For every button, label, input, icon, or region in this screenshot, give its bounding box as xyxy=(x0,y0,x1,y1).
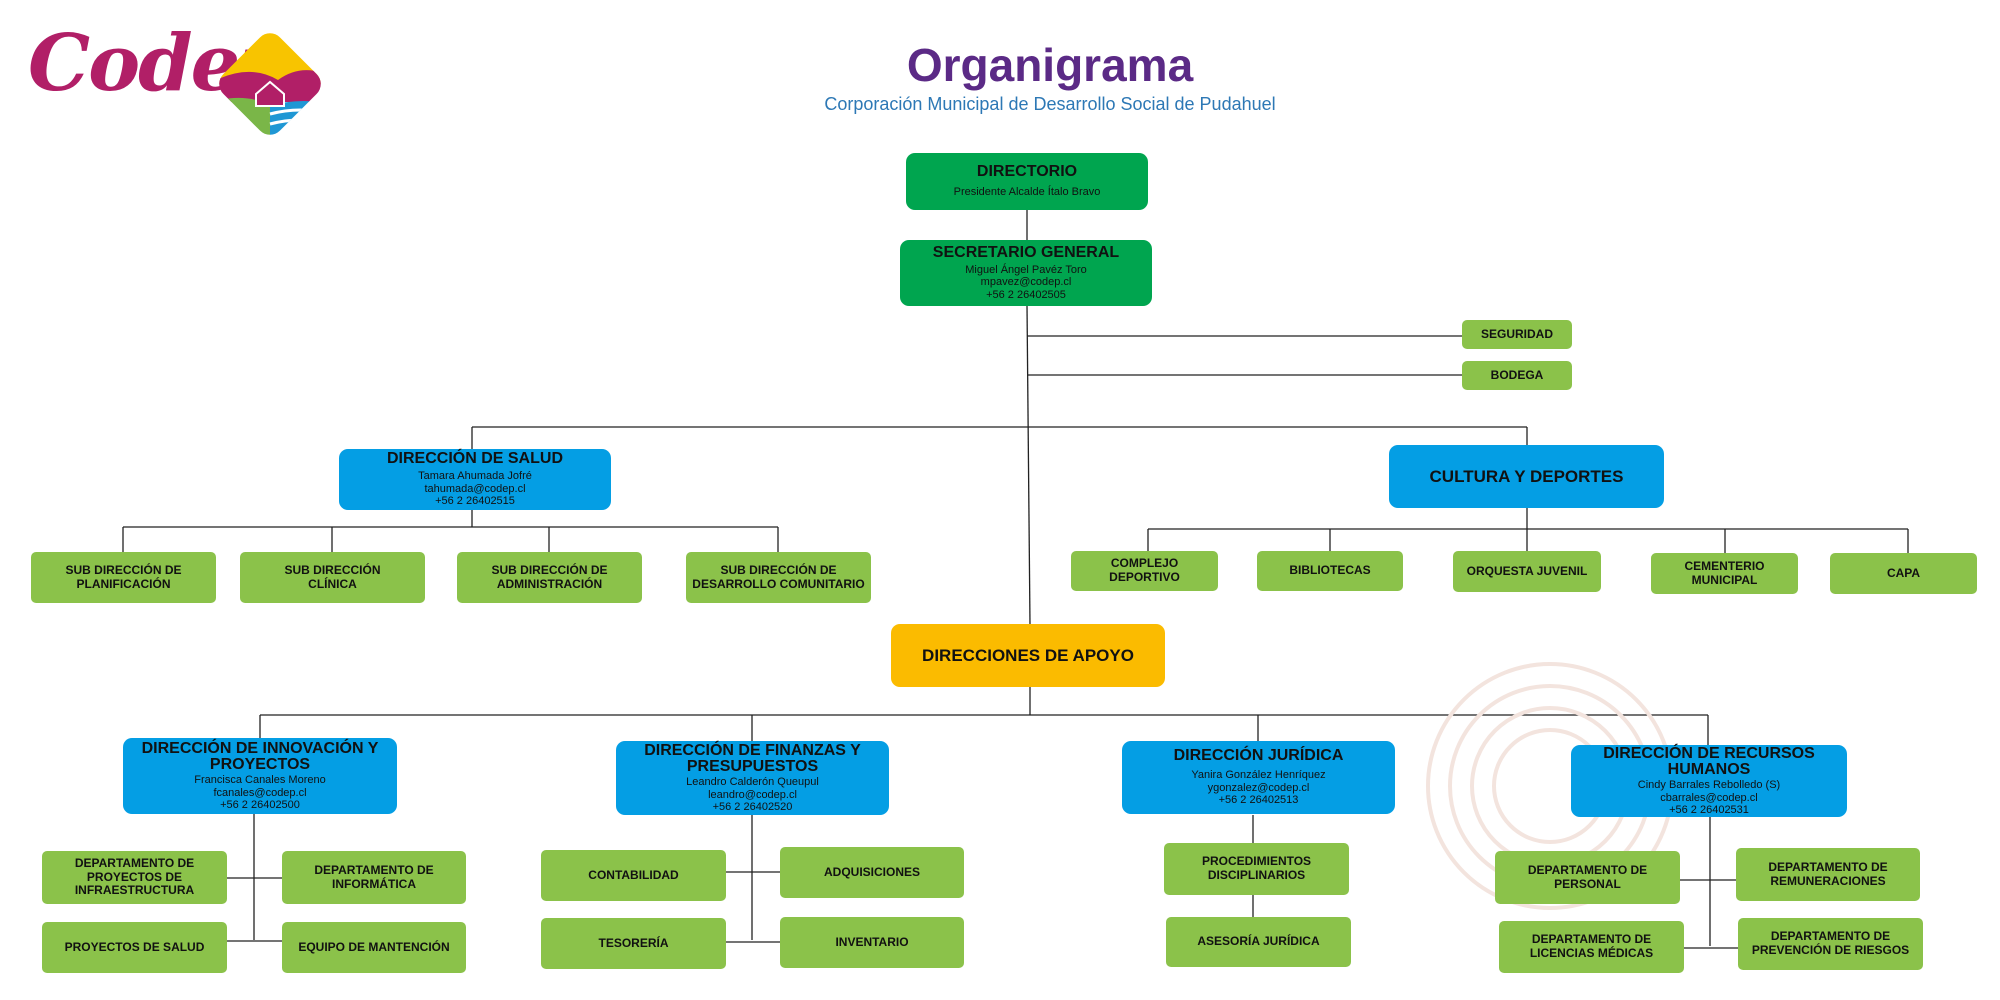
node-title: DEPARTAMENTO DE PREVENCIÓN DE RIESGOS xyxy=(1751,929,1910,957)
node-rrhh-sub: DEPARTAMENTO DE REMUNERACIONES xyxy=(1736,848,1920,901)
node-title: PROCEDIMIENTOS DISCIPLINARIOS xyxy=(1201,854,1312,882)
node-line: fcanales@codep.cl xyxy=(213,786,307,799)
node-title: SUB DIRECCIÓN CLÍNICA xyxy=(284,562,381,591)
node-direccion-rrhh: DIRECCIÓN DE RECURSOS HUMANOS Cindy Barr… xyxy=(1571,745,1847,817)
node-juridica-sub: PROCEDIMIENTOS DISCIPLINARIOS xyxy=(1164,843,1349,895)
node-title: DEPARTAMENTO DE PROYECTOS DE INFRAESTRUC… xyxy=(74,855,195,898)
node-rrhh-sub: DEPARTAMENTO DE PREVENCIÓN DE RIESGOS xyxy=(1738,918,1923,970)
node-salud-sub: SUB DIRECCIÓN DE PLANIFICACIÓN xyxy=(31,552,216,603)
node-direccion-finanzas: DIRECCIÓN DE FINANZAS Y PRESUPUESTOS Lea… xyxy=(616,741,889,815)
node-title: BODEGA xyxy=(1490,367,1544,382)
node-line: ygonzalez@codep.cl xyxy=(1207,781,1310,794)
node-finanzas-sub: ADQUISICIONES xyxy=(780,847,964,898)
node-title: CULTURA Y DEPORTES xyxy=(1429,466,1624,486)
node-cultura-sub: CAPA xyxy=(1830,553,1977,594)
node-title: SECRETARIO GENERAL xyxy=(932,243,1120,261)
node-line: Cindy Barrales Rebolledo (S) xyxy=(1637,779,1781,792)
node-line: Presidente Alcalde Ítalo Bravo xyxy=(953,186,1101,199)
node-secretario-general: SECRETARIO GENERAL Miguel Ángel Pavéz To… xyxy=(900,240,1152,306)
node-title: CAPA xyxy=(1886,565,1921,580)
node-title: DEPARTAMENTO DE REMUNERACIONES xyxy=(1768,859,1888,888)
node-line: cbarrales@codep.cl xyxy=(1660,791,1758,804)
node-title: SUB DIRECCIÓN DE ADMINISTRACIÓN xyxy=(491,562,608,591)
node-title: COMPLEJO DEPORTIVO xyxy=(1109,556,1180,584)
node-finanzas-sub: CONTABILIDAD xyxy=(541,850,726,901)
node-title: DIRECCIÓN DE RECURSOS HUMANOS xyxy=(1603,744,1815,779)
node-bodega: BODEGA xyxy=(1462,361,1572,390)
node-cultura-sub: BIBLIOTECAS xyxy=(1257,551,1403,591)
node-title: ASESORÍA JURÍDICA xyxy=(1197,934,1320,949)
node-cultura-deportes: CULTURA Y DEPORTES xyxy=(1389,445,1664,508)
node-line: +56 2 26402505 xyxy=(986,288,1066,301)
node-title: SEGURIDAD xyxy=(1480,326,1553,341)
node-line: leandro@codep.cl xyxy=(708,788,797,801)
node-line: Francisca Canales Moreno xyxy=(194,774,326,787)
node-direccion-juridica: DIRECCIÓN JURÍDICA Yanira González Henrí… xyxy=(1122,741,1395,814)
node-title: ADQUISICIONES xyxy=(823,864,920,879)
node-line: Tamara Ahumada Jofré xyxy=(418,470,532,483)
node-juridica-sub: ASESORÍA JURÍDICA xyxy=(1166,917,1351,967)
node-title: DEPARTAMENTO DE PERSONAL xyxy=(1527,862,1648,891)
node-salud-sub: SUB DIRECCIÓN DE DESARROLLO COMUNITARIO xyxy=(686,552,871,603)
node-cultura-sub: ORQUESTA JUVENIL xyxy=(1453,551,1601,592)
node-title: DEPARTAMENTO DE LICENCIAS MÉDICAS xyxy=(1529,932,1654,960)
node-rrhh-sub: DEPARTAMENTO DE PERSONAL xyxy=(1495,851,1680,904)
node-title: SUB DIRECCIÓN DE DESARROLLO COMUNITARIO xyxy=(692,562,865,591)
node-title: DIRECCIONES DE APOYO xyxy=(922,645,1134,665)
node-title: BIBLIOTECAS xyxy=(1289,563,1371,578)
node-line: tahumada@codep.cl xyxy=(424,482,526,495)
node-direccion-innovacion: DIRECCIÓN DE INNOVACIÓN Y PROYECTOS Fran… xyxy=(123,738,397,814)
node-rrhh-sub: DEPARTAMENTO DE LICENCIAS MÉDICAS xyxy=(1499,921,1684,973)
node-innovacion-sub: DEPARTAMENTO DE INFORMÁTICA xyxy=(282,851,466,904)
node-direcciones-apoyo: DIRECCIONES DE APOYO xyxy=(891,624,1165,687)
node-line: +56 2 26402513 xyxy=(1218,794,1299,807)
node-title: INVENTARIO xyxy=(835,934,909,949)
node-title: CEMENTERIO MUNICIPAL xyxy=(1684,558,1765,587)
node-title: DIRECCIÓN JURÍDICA xyxy=(1173,747,1344,765)
node-title: DIRECCIÓN DE INNOVACIÓN Y PROYECTOS xyxy=(141,739,379,774)
node-title: EQUIPO DE MANTENCIÓN xyxy=(298,939,450,954)
node-title: SUB DIRECCIÓN DE PLANIFICACIÓN xyxy=(65,562,182,591)
node-finanzas-sub: INVENTARIO xyxy=(780,917,964,968)
node-line: Miguel Ángel Pavéz Toro xyxy=(965,263,1087,276)
node-directorio: DIRECTORIO Presidente Alcalde Ítalo Brav… xyxy=(906,153,1148,210)
node-cultura-sub: CEMENTERIO MUNICIPAL xyxy=(1651,553,1798,594)
node-title: DIRECCIÓN DE FINANZAS Y PRESUPUESTOS xyxy=(644,741,861,776)
node-line: Leandro Calderón Queupul xyxy=(686,776,819,789)
node-title: DIRECCIÓN DE SALUD xyxy=(386,450,563,468)
node-innovacion-sub: EQUIPO DE MANTENCIÓN xyxy=(282,922,466,973)
logo-emblem-icon xyxy=(213,27,327,141)
node-title: DEPARTAMENTO DE INFORMÁTICA xyxy=(314,862,434,891)
node-salud-sub: SUB DIRECCIÓN DE ADMINISTRACIÓN xyxy=(457,552,642,603)
node-line: +56 2 26402520 xyxy=(712,801,793,813)
node-seguridad: SEGURIDAD xyxy=(1462,320,1572,349)
page-subtitle: Corporación Municipal de Desarrollo Soci… xyxy=(824,94,1276,114)
node-innovacion-sub: PROYECTOS DE SALUD xyxy=(42,922,227,973)
node-innovacion-sub: DEPARTAMENTO DE PROYECTOS DE INFRAESTRUC… xyxy=(42,851,227,904)
node-finanzas-sub: TESORERÍA xyxy=(541,918,726,969)
node-title: TESORERÍA xyxy=(598,935,669,950)
node-salud-sub: SUB DIRECCIÓN CLÍNICA xyxy=(240,552,425,603)
node-line: +56 2 26402515 xyxy=(435,495,515,508)
node-line: Yanira González Henríquez xyxy=(1191,769,1326,782)
node-title: PROYECTOS DE SALUD xyxy=(64,939,205,954)
node-cultura-sub: COMPLEJO DEPORTIVO xyxy=(1071,551,1218,591)
node-direccion-salud: DIRECCIÓN DE SALUD Tamara Ahumada Jofré … xyxy=(339,449,611,510)
node-line: +56 2 26402531 xyxy=(1669,804,1749,816)
node-line: +56 2 26402500 xyxy=(220,799,300,811)
page-title: Organigrama xyxy=(906,39,1194,91)
node-title: DIRECTORIO xyxy=(976,163,1078,181)
node-line: mpavez@codep.cl xyxy=(980,276,1072,289)
node-title: CONTABILIDAD xyxy=(588,867,679,882)
node-title: ORQUESTA JUVENIL xyxy=(1466,563,1588,578)
